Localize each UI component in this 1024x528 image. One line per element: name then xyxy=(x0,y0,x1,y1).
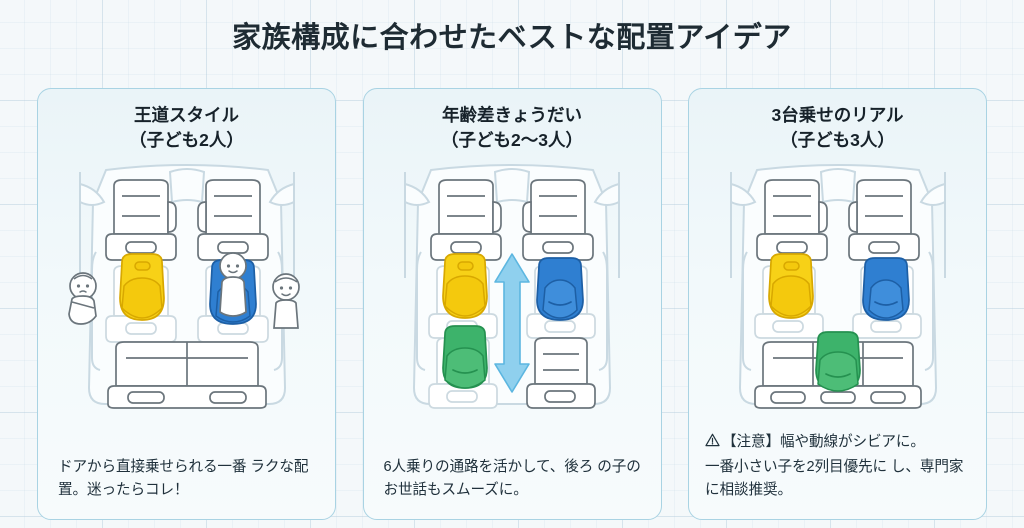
card-list: 王道スタイル （子ども2人） xyxy=(37,88,987,520)
warning-triangle-icon xyxy=(705,432,720,456)
caption-line: ラクな配置。迷ったらコレ！ xyxy=(58,458,309,499)
card-title-sub: （子ども3人） xyxy=(780,130,895,151)
child-seat-blue xyxy=(861,256,910,321)
card-title: 3台乗せのリアル （子ども3人） xyxy=(771,103,903,154)
child-seat-blue xyxy=(536,256,584,321)
card-title: 王道スタイル （子ども2人） xyxy=(129,103,244,154)
caption-line-warning: 【注意】幅や動線がシビアに。 xyxy=(705,431,970,456)
caption-line: 6人乗りの通路を活かして、後ろ xyxy=(383,458,594,475)
card-title-main: 王道スタイル xyxy=(133,105,239,125)
child-figure xyxy=(271,272,300,329)
infant-seat-yellow xyxy=(442,252,488,319)
card-caption: ドアから直接乗せられる一番 ラクな配置。迷ったらコレ！ xyxy=(58,456,319,503)
caption-line: 一番小さい子を2列目優先に xyxy=(705,458,887,475)
page-title: 家族構成に合わせたベストな配置アイデア xyxy=(232,22,792,54)
caption-line: 【注意】幅や動線がシビアに。 xyxy=(722,434,925,451)
caption-line: の子のお世話もスムーズに。 xyxy=(383,458,641,499)
car-layout-diagram-1 xyxy=(52,158,322,410)
infant-seat-yellow xyxy=(118,252,165,321)
car-layout-diagram-3 xyxy=(703,158,973,410)
card-title-main: 年齢差きょうだい xyxy=(442,105,582,125)
card-title-main: 3台乗せのリアル xyxy=(771,105,904,125)
car-layout-diagram-2 xyxy=(377,158,647,410)
card-caption: 6人乗りの通路を活かして、後ろ の子のお世話もスムーズに。 xyxy=(384,456,645,503)
card-title-sub: （子ども2人） xyxy=(129,130,244,151)
child-seat-blue xyxy=(208,251,257,325)
junior-seat-green xyxy=(442,324,488,389)
infant-seat-yellow xyxy=(767,252,814,319)
card-nenreisa-kyoudai[interactable]: 年齢差きょうだい （子ども2〜3人） xyxy=(362,88,662,520)
baby-figure xyxy=(67,271,97,325)
card-title-sub: （子ども2〜3人） xyxy=(441,130,583,151)
junior-seat-green xyxy=(814,330,861,392)
card-caption-warning: 【注意】幅や動線がシビアに。 一番小さい子を2列目優先に し、専門家に相談推奨。 xyxy=(705,431,970,503)
card-title: 年齢差きょうだい （子ども2〜3人） xyxy=(441,103,583,154)
card-oudou-style[interactable]: 王道スタイル （子ども2人） xyxy=(37,88,336,520)
card-3dai-nose-real[interactable]: 3台乗せのリアル （子ども3人） xyxy=(688,88,987,520)
caption-line: ドアから直接乗せられる一番 xyxy=(58,458,247,475)
aisle-arrow xyxy=(494,252,530,393)
caption-line: し、専門家に相談推奨。 xyxy=(705,458,964,499)
